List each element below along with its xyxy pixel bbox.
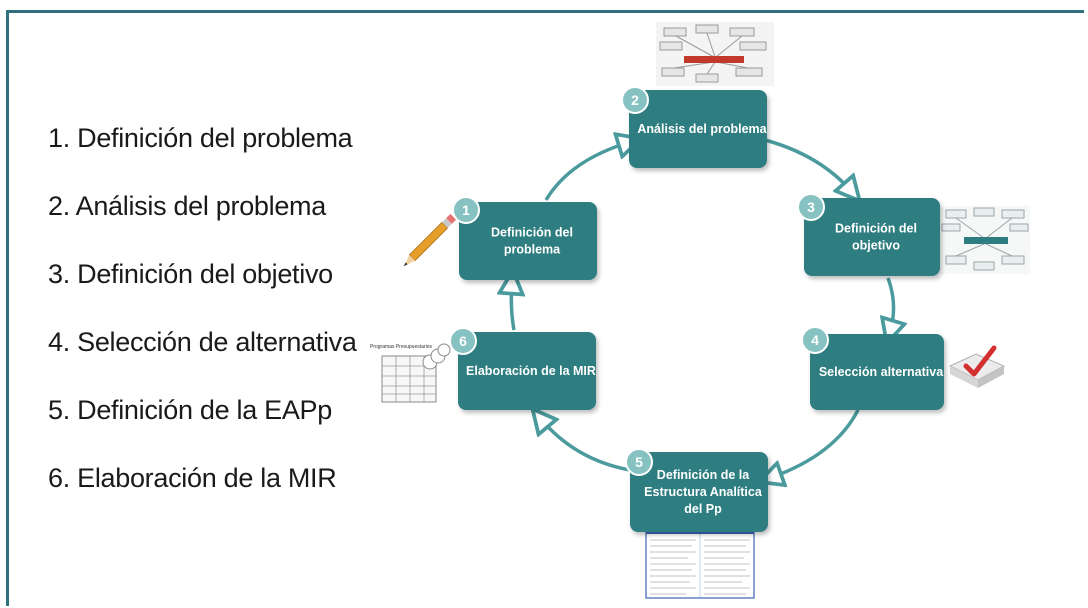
cycle-node-box xyxy=(630,452,768,532)
cycle-node-label: Definición de la xyxy=(657,468,750,482)
step-number-badge xyxy=(801,326,829,354)
cycle-node-label: Definición del xyxy=(835,222,917,236)
cycle-node-label: Análisis del problema xyxy=(637,122,767,136)
step-number-label: 3 xyxy=(807,199,815,215)
step-number-label: 5 xyxy=(635,454,643,470)
document-table-icon xyxy=(645,529,755,599)
arrow-6-to-1 xyxy=(511,282,514,331)
step-number-badge xyxy=(621,86,649,114)
step-number-badge xyxy=(449,327,477,355)
step-number-badge xyxy=(452,196,480,224)
pencil-icon xyxy=(403,213,457,267)
cycle-node-label: objetivo xyxy=(852,239,900,253)
slide-frame xyxy=(6,10,1084,606)
calendar-caption: Programas Presupuestarios xyxy=(370,344,432,350)
step-number-label: 6 xyxy=(459,333,467,349)
step-list-item-4: 4. Selección de alternativa xyxy=(48,327,357,357)
problem-tree-icon xyxy=(656,22,774,86)
step-list: 1. Definición del problema 2. Análisis d… xyxy=(48,116,357,524)
cycle-node-box xyxy=(804,198,940,276)
cycle-node-box xyxy=(810,334,944,410)
cycle-node-label: Definición del xyxy=(491,226,573,240)
objective-tree-icon xyxy=(940,206,1030,274)
step-number-badge xyxy=(797,193,825,221)
cycle-node-label: Selección alternativa xyxy=(819,365,944,379)
arrow-4-to-5 xyxy=(770,409,860,478)
step-number-label: 1 xyxy=(462,202,470,218)
step-list-item-1: 1. Definición del problema xyxy=(48,123,353,153)
cycle-node-box xyxy=(458,332,596,410)
step-number-badge xyxy=(625,448,653,476)
checkbox-check-icon xyxy=(948,345,1006,388)
cycle-node-box xyxy=(459,202,597,280)
cycle-node-label: problema xyxy=(504,243,561,257)
step-list-item-2: 2. Análisis del problema xyxy=(48,191,326,221)
step-list-item-6: 6. Elaboración de la MIR xyxy=(48,463,337,493)
step-number-label: 2 xyxy=(631,92,639,108)
calendar-table-icon: Programas Presupuestarios xyxy=(370,343,451,403)
step-list-item-5: 5. Definición de la EAPp xyxy=(48,395,332,425)
arrow-3-to-4 xyxy=(888,277,894,332)
arrow-5-to-6 xyxy=(540,418,631,472)
cycle-node-box xyxy=(629,90,767,168)
cycle-node-label: del Pp xyxy=(684,502,722,516)
step-list-item-3: 3. Definición del objetivo xyxy=(48,259,333,289)
cycle-connectors xyxy=(511,140,893,478)
cycle-node-label: Estructura Analítica xyxy=(644,485,763,499)
arrow-2-to-3 xyxy=(764,138,852,192)
cycle-node-label: Elaboración de la MIR xyxy=(466,364,596,378)
arrow-1-to-2 xyxy=(544,142,630,201)
step-number-label: 4 xyxy=(811,332,819,348)
